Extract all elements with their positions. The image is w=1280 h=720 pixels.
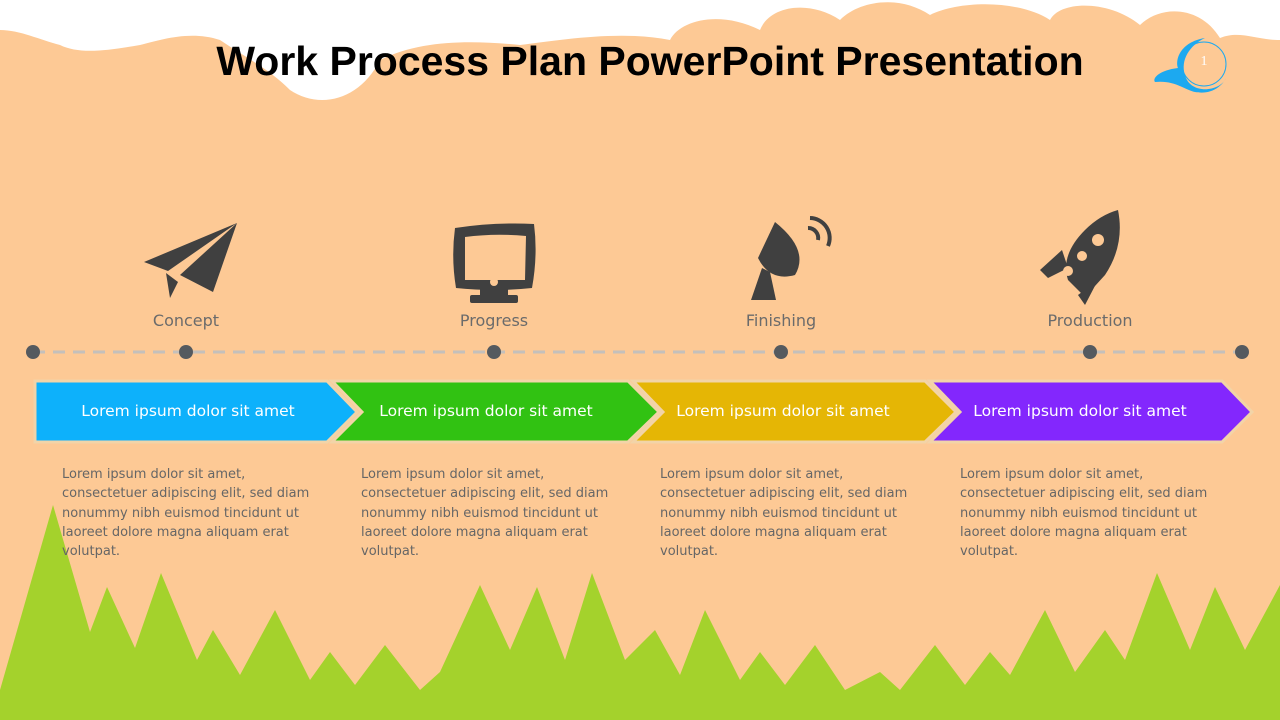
stage-description-1: Lorem ipsum dolor sit amet, consectetuer… <box>62 467 310 560</box>
stage-label-progress: Progress <box>459 311 529 330</box>
monitor-icon <box>453 223 536 303</box>
grass-mountains <box>0 505 1280 720</box>
banner-text-1: Lorem ipsum dolor sit amet <box>81 402 295 420</box>
rocket-icon <box>1040 210 1120 305</box>
chevron-green <box>328 379 662 444</box>
stage-label-finishing: Finishing <box>745 311 817 330</box>
stage-label-concept: Concept <box>152 311 220 330</box>
paper-plane-icon <box>144 223 237 298</box>
stage-label-production: Production <box>1047 311 1133 330</box>
banner-text-4: Lorem ipsum dolor sit amet <box>973 402 1187 420</box>
chevron-yellow <box>629 379 959 444</box>
stage-description-4: Lorem ipsum dolor sit amet, consectetuer… <box>960 467 1208 560</box>
chevron-purple <box>926 379 1255 444</box>
timeline <box>26 345 1249 359</box>
slide-number-badge <box>1154 38 1227 93</box>
stage-description-3: Lorem ipsum dolor sit amet, consectetuer… <box>660 467 908 560</box>
clouds <box>0 0 1280 100</box>
stage-description-2: Lorem ipsum dolor sit amet, consectetuer… <box>361 467 609 560</box>
banner-text-3: Lorem ipsum dolor sit amet <box>676 402 890 420</box>
satellite-dish-icon <box>751 216 832 300</box>
slide-number: 1 <box>1200 54 1208 69</box>
page-title: Work Process Plan PowerPoint Presentatio… <box>216 38 1084 84</box>
banner-text-2: Lorem ipsum dolor sit amet <box>379 402 593 420</box>
chevron-blue <box>33 379 360 444</box>
process-chevrons <box>33 379 1255 444</box>
